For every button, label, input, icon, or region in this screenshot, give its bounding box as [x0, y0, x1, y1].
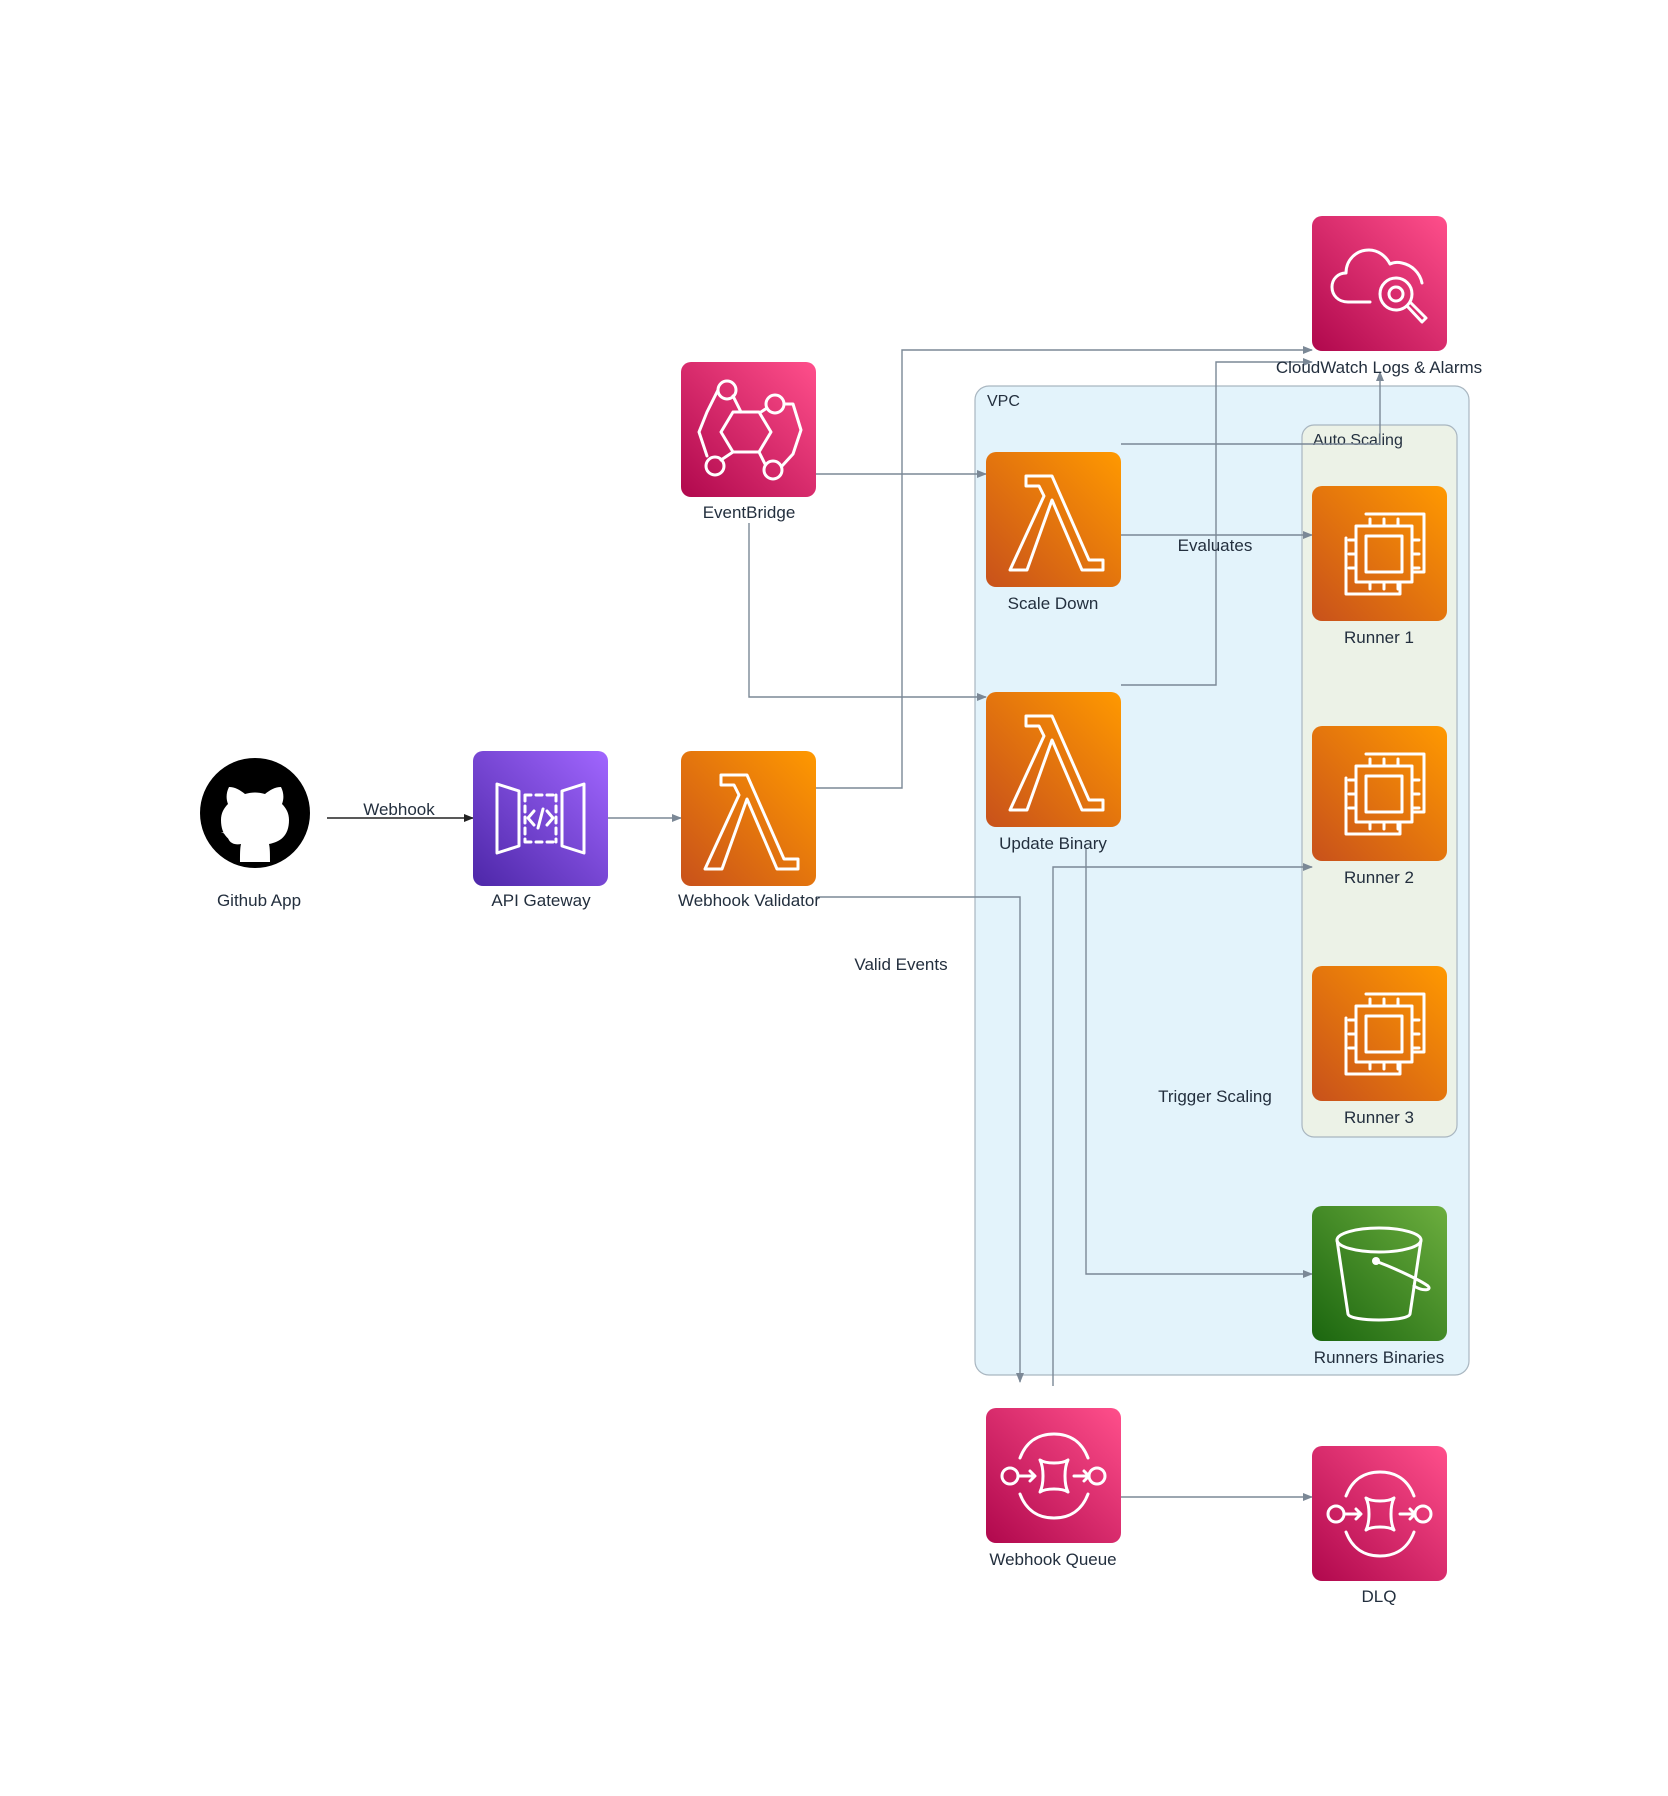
edges: [327, 346, 1384, 1501]
scale-down-label: Scale Down: [1008, 594, 1099, 613]
node-webhook-queue: Webhook Queue: [986, 1408, 1121, 1569]
node-runners-binaries: Runners Binaries: [1312, 1206, 1447, 1367]
edge-updatebinary-binaries: [1085, 849, 1313, 1278]
node-eventbridge: EventBridge: [681, 362, 816, 522]
node-runner-1: Runner 1: [1312, 486, 1447, 647]
sqs-icon: [986, 1408, 1121, 1543]
runner-1-label: Runner 1: [1344, 628, 1414, 647]
s3-bucket-icon: [1312, 1206, 1447, 1341]
autoscaling-label: Auto Scaling: [1313, 432, 1403, 449]
edge-validator-queue: [816, 896, 1024, 1383]
lambda-icon: [681, 751, 816, 886]
ec2-icon: [1312, 966, 1447, 1101]
edge-label-webhook: Webhook: [363, 800, 435, 819]
edge-eventbridge-updatebinary: [748, 523, 987, 701]
webhook-queue-label: Webhook Queue: [989, 1550, 1116, 1569]
github-label: Github App: [217, 891, 301, 910]
dlq-label: DLQ: [1362, 1587, 1397, 1606]
api-gateway-label: API Gateway: [491, 891, 591, 910]
node-runner-3: Runner 3: [1312, 966, 1447, 1127]
runner-3-label: Runner 3: [1344, 1108, 1414, 1127]
edge-label-trigger-scaling: Trigger Scaling: [1158, 1087, 1272, 1106]
node-scale-down: Scale Down: [986, 452, 1121, 613]
lambda-icon: [986, 692, 1121, 827]
api-gateway-icon: [473, 751, 608, 886]
sqs-icon: [1312, 1446, 1447, 1581]
ec2-icon: [1312, 486, 1447, 621]
github-icon: [200, 758, 310, 868]
runner-2-label: Runner 2: [1344, 868, 1414, 887]
webhook-validator-label: Webhook Validator: [678, 891, 820, 910]
node-api-gateway: API Gateway: [473, 751, 608, 910]
node-github: Github App: [200, 758, 310, 910]
edge-updatebinary-cloudwatch: [1121, 358, 1313, 686]
node-cloudwatch: CloudWatch Logs & Alarms: [1276, 216, 1482, 377]
ec2-icon: [1312, 726, 1447, 861]
edge-label-valid-events: Valid Events: [854, 955, 947, 974]
node-update-binary: Update Binary: [986, 692, 1121, 853]
edge-scaledown-cloudwatch: [1121, 371, 1384, 445]
edge-validator-cloudwatch: [816, 346, 1313, 789]
node-dlq: DLQ: [1312, 1446, 1447, 1606]
eventbridge-label: EventBridge: [703, 503, 796, 522]
update-binary-label: Update Binary: [999, 834, 1107, 853]
edge-label-evaluates: Evaluates: [1178, 536, 1253, 555]
vpc-label: VPC: [987, 393, 1020, 410]
lambda-icon: [986, 452, 1121, 587]
node-runner-2: Runner 2: [1312, 726, 1447, 887]
eventbridge-icon: [681, 362, 816, 497]
cloudwatch-label: CloudWatch Logs & Alarms: [1276, 358, 1482, 377]
runners-binaries-label: Runners Binaries: [1314, 1348, 1444, 1367]
cloudwatch-icon: [1312, 216, 1447, 351]
node-webhook-validator: Webhook Validator: [678, 751, 820, 910]
edge-queue-runners: [1052, 863, 1313, 1386]
